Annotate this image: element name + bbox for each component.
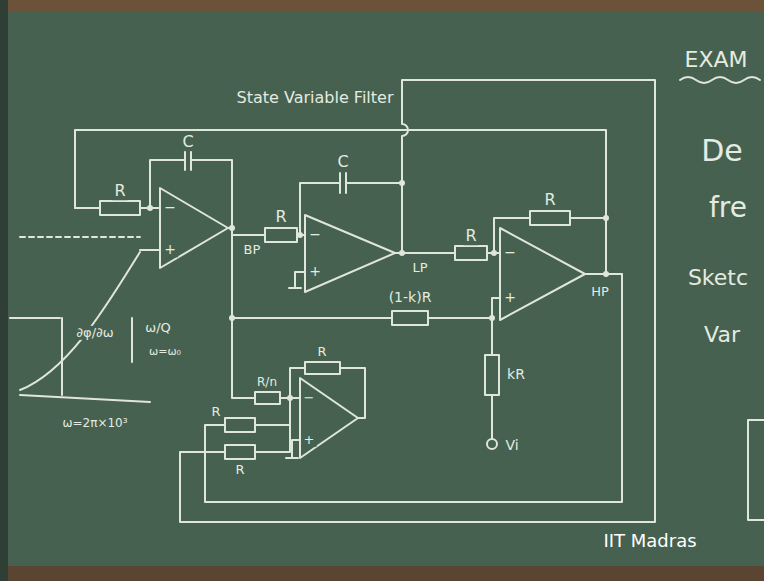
component-label: R — [233, 463, 246, 477]
component-label: R — [315, 345, 328, 359]
signal-name: LP — [410, 261, 429, 275]
junction-dot — [297, 232, 303, 238]
component-label: C — [180, 133, 195, 151]
heading-text: EXAM — [682, 48, 749, 72]
junction-dot — [399, 180, 405, 186]
board-frame — [0, 0, 764, 12]
formula-text: ∂φ/∂ω — [74, 326, 115, 340]
component-label: R — [112, 182, 127, 200]
input-terminal — [487, 439, 497, 449]
component-label: R — [209, 405, 222, 419]
junction-dot — [603, 271, 609, 277]
title-text: State Variable Filter — [235, 89, 396, 107]
resistor-symbol — [485, 355, 499, 395]
wire — [491, 318, 493, 439]
ground-symbol — [289, 272, 305, 288]
signal-name: HP — [589, 285, 611, 299]
wire — [494, 218, 622, 274]
pin-sign: + — [307, 264, 323, 279]
opamp-symbol — [305, 215, 395, 292]
resistor-symbol — [225, 445, 255, 459]
board-frame — [0, 0, 8, 581]
component-label: R/n — [255, 376, 279, 389]
watermark: IIT Madras — [601, 531, 698, 551]
component-label: R — [463, 227, 478, 245]
board-text: Sketc — [686, 266, 750, 290]
resistor-symbol — [225, 418, 255, 432]
component-label: C — [335, 153, 350, 171]
junction-dot — [399, 250, 405, 256]
formula-text: ω=ω₀ — [147, 346, 183, 358]
wire — [395, 252, 500, 254]
opamp-symbol — [160, 188, 228, 268]
board-text: De — [699, 134, 745, 167]
component-label: kR — [505, 367, 527, 382]
board-text: Var — [702, 323, 742, 347]
junction-dot — [603, 215, 609, 221]
junction-dot — [229, 315, 235, 321]
capacitor-symbol — [150, 150, 232, 228]
pin-sign: − — [307, 227, 323, 242]
wire — [140, 249, 160, 251]
junction-dot — [287, 395, 293, 401]
component-label: R — [273, 208, 288, 226]
graph-axis — [10, 318, 150, 402]
opamp-symbol — [500, 228, 585, 320]
resistor-symbol — [530, 211, 570, 225]
underline — [680, 77, 760, 83]
wire — [290, 368, 365, 418]
component-label: R — [542, 191, 557, 209]
pin-sign: + — [302, 433, 317, 447]
dashed-line — [20, 236, 140, 238]
formula-text: ω/Q — [143, 321, 173, 335]
pin-sign: − — [502, 245, 518, 260]
board-frame — [0, 566, 764, 581]
resistor-symbol — [392, 311, 428, 325]
response-curve — [20, 252, 140, 390]
signal-name: BP — [242, 243, 263, 257]
pin-sign: + — [162, 242, 178, 257]
resistor-symbol — [265, 228, 297, 242]
partial-box — [748, 420, 764, 520]
wire — [228, 228, 305, 235]
junction-dot — [491, 250, 497, 256]
junction-dot — [147, 205, 153, 211]
resistor-symbol — [255, 392, 280, 404]
pin-sign: − — [162, 200, 178, 215]
component-label: (1-k)R — [387, 290, 434, 305]
resistor-symbol — [305, 362, 340, 374]
resistor-symbol — [455, 246, 487, 260]
wire — [232, 228, 500, 318]
signal-name: Vi — [503, 438, 520, 453]
wire — [180, 80, 655, 522]
pin-sign: − — [302, 391, 317, 405]
wire — [205, 274, 622, 502]
opamp-symbol — [300, 378, 358, 458]
junction-dot — [229, 225, 235, 231]
resistor-symbol — [100, 201, 140, 215]
formula-text: ω=2π×10³ — [60, 417, 129, 430]
junction-dot — [489, 315, 495, 321]
ground-symbol — [286, 440, 300, 458]
board-text: fre — [707, 193, 749, 224]
pin-sign: + — [502, 290, 518, 305]
capacitor-symbol — [300, 173, 402, 253]
